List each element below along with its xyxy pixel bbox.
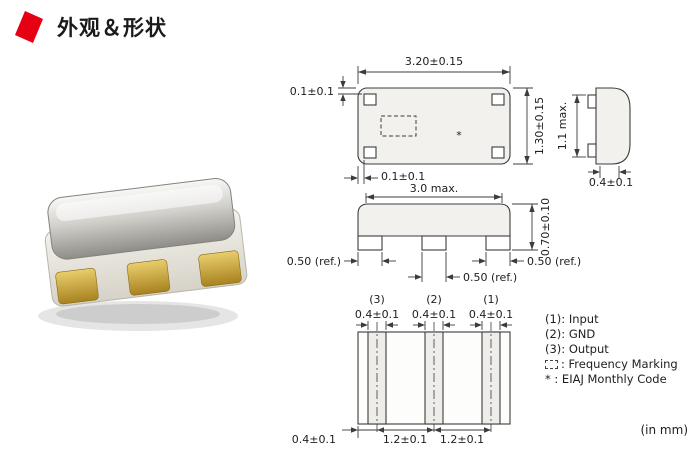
eiaj-monthly-code-mark: * [456, 129, 462, 142]
gold-terminal [126, 259, 171, 296]
front-terminal [485, 235, 511, 251]
pad-2-dim-label: 0.4±0.1 [412, 308, 456, 321]
page-title: 外观＆形状 [57, 16, 167, 40]
units-note: (in mm) [640, 423, 689, 437]
pad-3-dim-label: 0.4±0.1 [355, 308, 399, 321]
side-body-dim-label: 1.1 max. [556, 102, 569, 150]
top-width-dim-label: 3.20±0.15 [405, 55, 463, 68]
front-length-dim-label: 3.0 max. [410, 182, 458, 195]
pin-2-label: (2) [426, 293, 442, 306]
side-view-dimensions [572, 94, 631, 178]
corner-pad [363, 146, 377, 159]
frequency-marking-area [380, 115, 417, 137]
front-view-dimensions [344, 193, 538, 282]
component-photo [38, 178, 248, 331]
bottom-view [357, 322, 511, 432]
top-view-dimensions [338, 66, 533, 184]
top-offset-top-label: 0.1±0.1 [290, 85, 334, 98]
gold-terminal [55, 267, 99, 305]
corner-pad [491, 146, 505, 159]
side-pad-dim-label: 0.4±0.1 [589, 176, 633, 189]
corner-pad [491, 93, 505, 106]
page-header: 外观＆形状 [14, 10, 167, 44]
brand-mark-icon [15, 11, 43, 43]
top-view [357, 87, 511, 165]
side-pad [587, 143, 597, 158]
front-terminal [357, 235, 383, 251]
side-view [587, 87, 631, 165]
bottom-view-dimensions [342, 321, 512, 438]
legend-pin3: (3): Output [545, 342, 609, 356]
front-terminal [421, 235, 447, 251]
legend-frequency-marking-label: : Frequency Marking [561, 357, 678, 371]
top-height-dim-label: 1.30±0.15 [533, 97, 546, 155]
legend: (1): Input (2): GND (3): Output : Freque… [545, 312, 678, 387]
legend-pin2: (2): GND [545, 327, 596, 341]
front-height-dim-label: 0.70±0.10 [539, 198, 552, 256]
gold-terminal [198, 250, 242, 287]
front-view [357, 203, 511, 251]
front-center-dim-label: 0.50 (ref.) [463, 271, 517, 284]
pad-1-dim-label: 0.4±0.1 [469, 308, 513, 321]
side-pad [587, 94, 597, 109]
edge-dim-label: 0.4±0.1 [292, 433, 336, 446]
frequency-marking-icon [545, 360, 558, 369]
pin-1-label: (1) [483, 293, 499, 306]
legend-frequency-marking: : Frequency Marking [545, 357, 678, 372]
pitch-right-dim-label: 1.2±0.1 [440, 433, 484, 446]
top-offset-bottom-label: 0.1±0.1 [381, 170, 425, 183]
lid-highlight [55, 184, 223, 222]
pitch-left-dim-label: 1.2±0.1 [383, 433, 427, 446]
legend-monthly-code: * : EIAJ Monthly Code [545, 372, 667, 386]
legend-pin1: (1): Input [545, 312, 599, 326]
front-end-left-dim-label: 0.50 (ref.) [287, 255, 341, 268]
corner-pad [363, 93, 377, 106]
front-end-right-dim-label: 0.50 (ref.) [527, 255, 581, 268]
pin-3-label: (3) [369, 293, 385, 306]
